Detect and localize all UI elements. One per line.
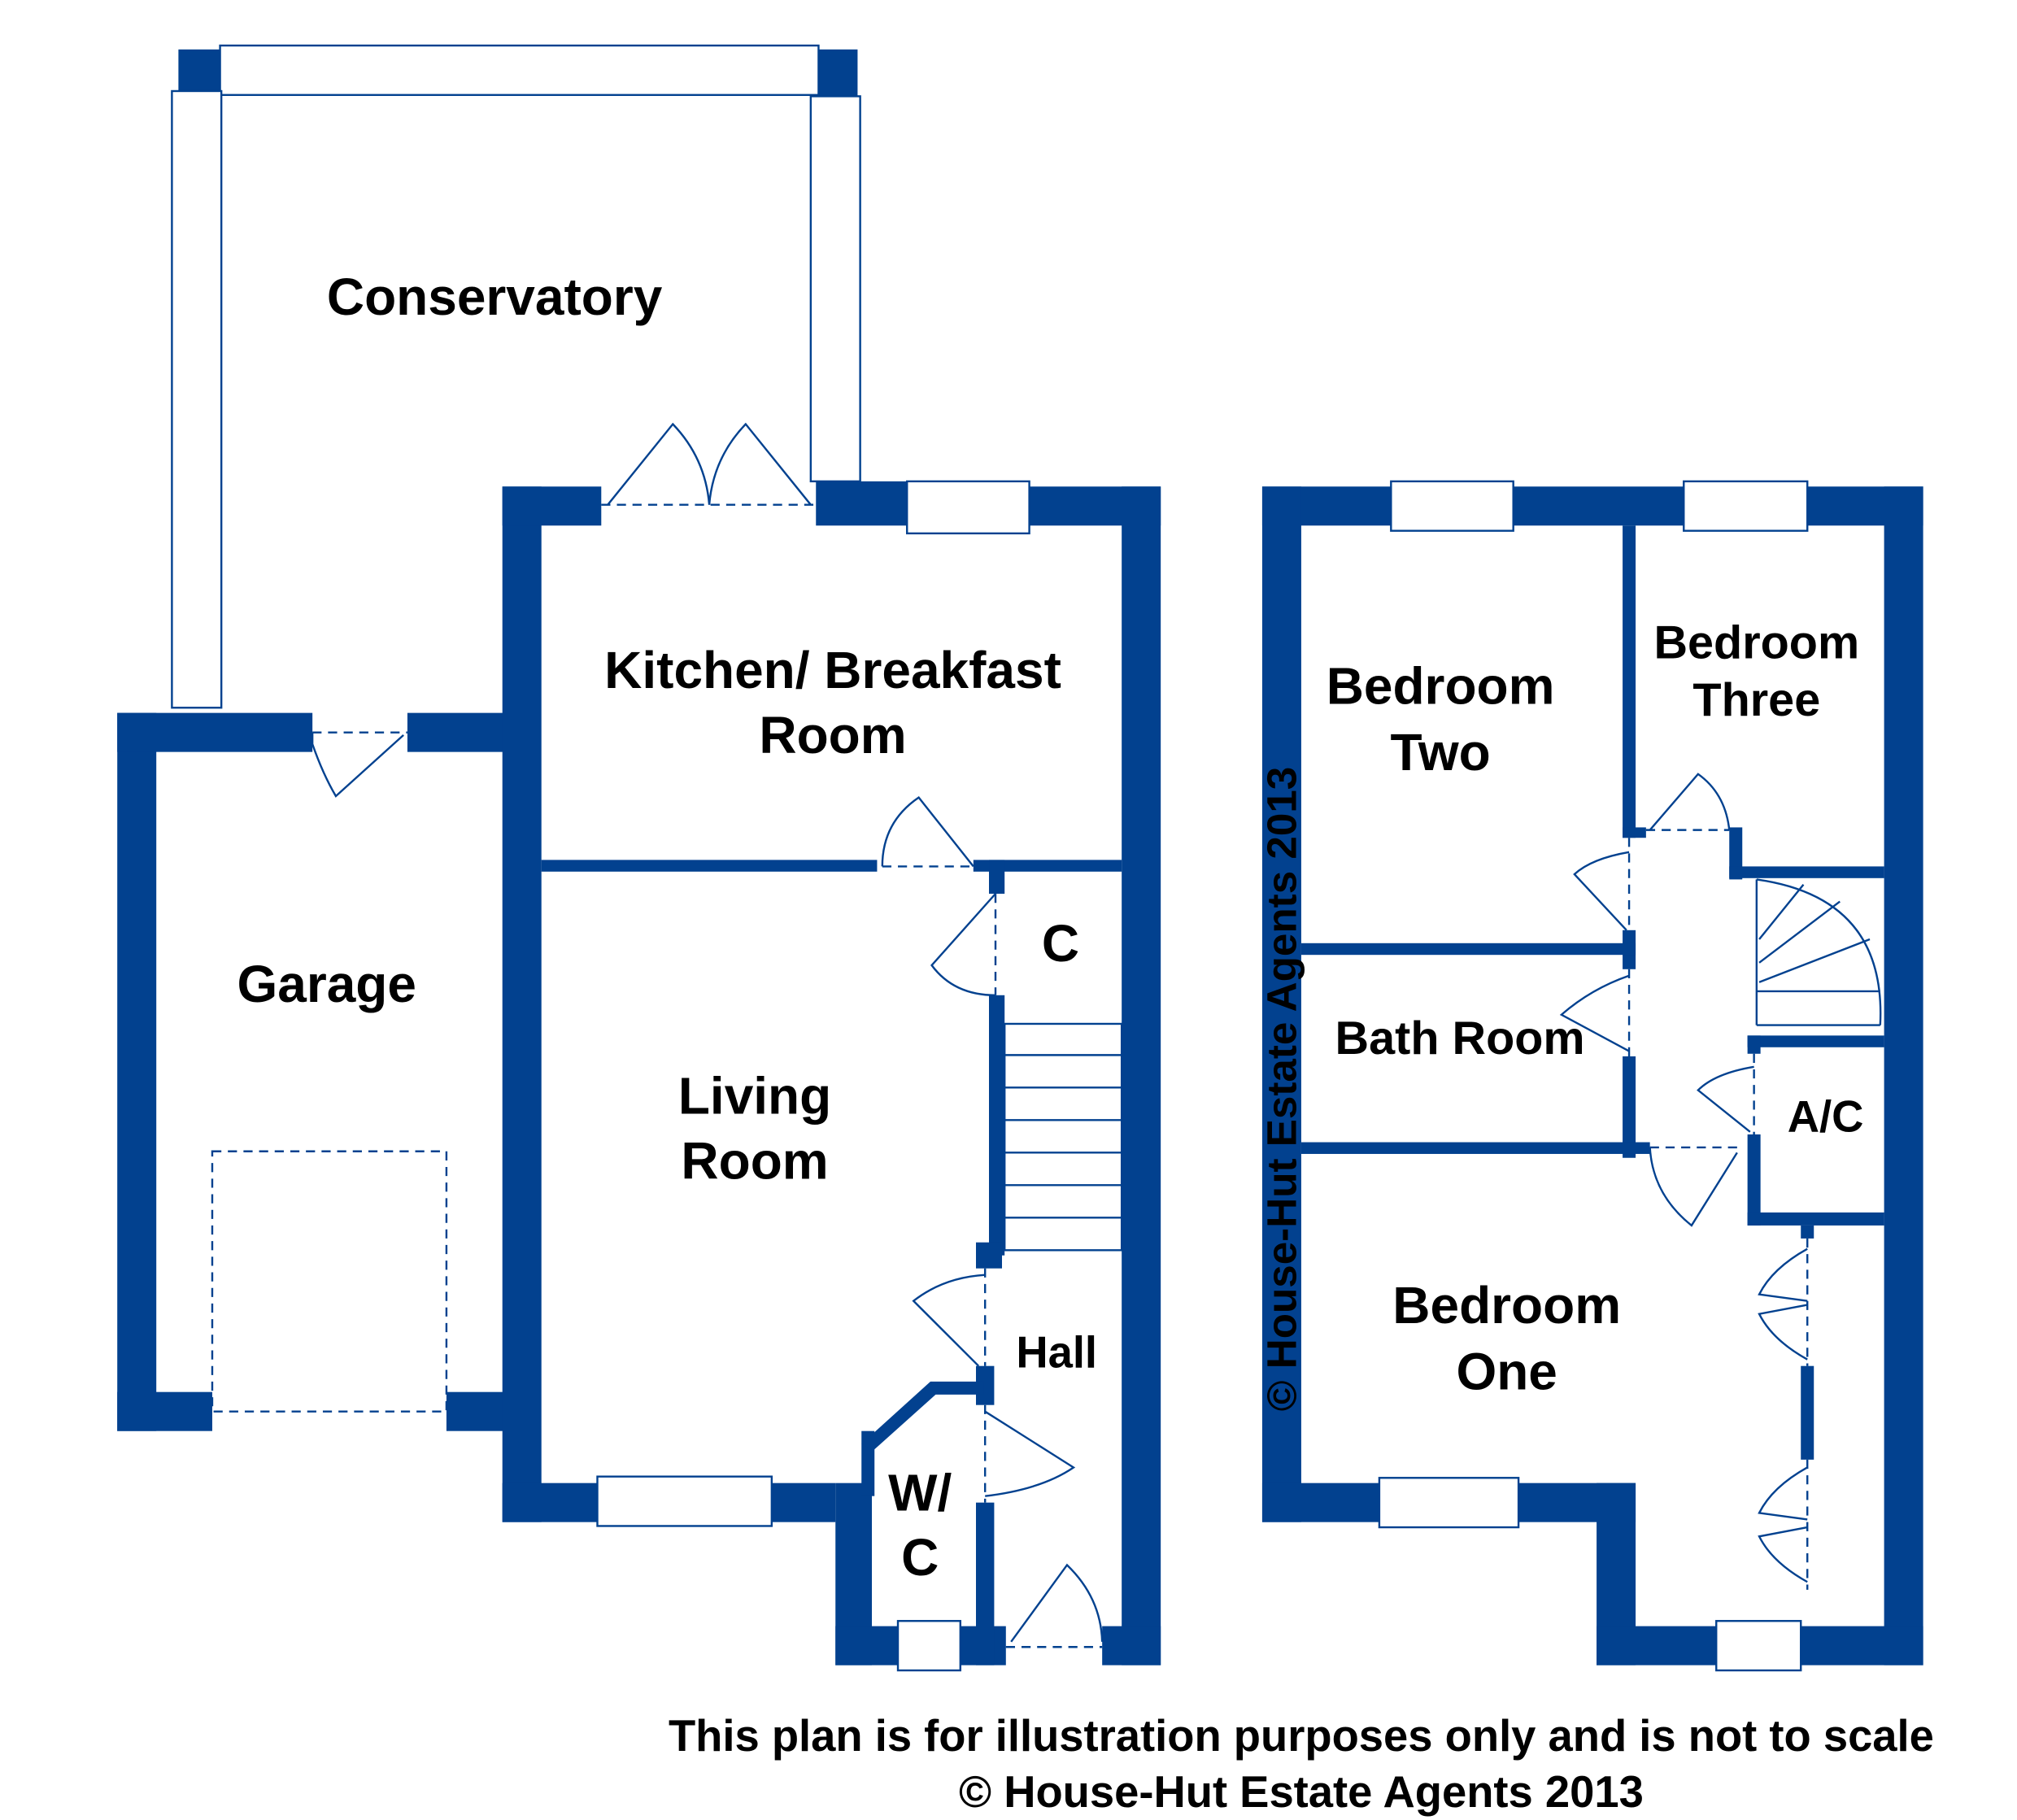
bedroom-three-label-line2: Three [1692, 674, 1820, 726]
wc-label-line1: W/ [888, 1463, 952, 1522]
kitchen-label-line2: Room [759, 706, 906, 764]
bedroom-three-label-line1: Bedroom [1653, 616, 1859, 668]
garage-label: Garage [237, 955, 416, 1013]
hall-label: Hall [1016, 1327, 1097, 1377]
ground-floor-walls [117, 480, 1161, 1672]
copyright-text: © House-Hut Estate Agents 2013 [959, 1767, 1644, 1817]
bedroom-two-label-line1: Bedroom [1327, 656, 1555, 715]
living-room-label-line1: Living [678, 1066, 831, 1125]
disclaimer-text: This plan is for illustration purposes o… [669, 1711, 1934, 1761]
airing-cupboard-label: A/C [1788, 1092, 1864, 1142]
bedroom-two-label-line2: Two [1391, 723, 1491, 782]
staircase [1004, 1022, 1123, 1252]
ground-floor-doors [211, 422, 1123, 1648]
cupboard-label: C [1042, 914, 1079, 973]
wc-label-line2: C [901, 1528, 939, 1587]
bedroom-one-label-line1: Bedroom [1392, 1276, 1621, 1335]
living-room-label-line2: Room [681, 1131, 828, 1190]
conservatory-frame [171, 44, 861, 709]
watermark: © House-Hut Estate Agents 2013 [1259, 767, 1305, 1411]
bedroom-one-label-line2: One [1456, 1342, 1557, 1400]
kitchen-label-line1: Kitchen/ Breakfast [604, 641, 1061, 699]
bathroom-label: Bath Room [1335, 1012, 1585, 1065]
first-floor-walls [1261, 480, 1923, 1672]
first-floor-doors [1559, 773, 1882, 1590]
footer: This plan is for illustration purposes o… [669, 1711, 1934, 1817]
conservatory-label: Conservatory [327, 268, 663, 326]
winding-staircase [1755, 878, 1882, 1026]
room-labels: Conservatory Kitchen/ Breakfast Room Gar… [237, 268, 1864, 1587]
